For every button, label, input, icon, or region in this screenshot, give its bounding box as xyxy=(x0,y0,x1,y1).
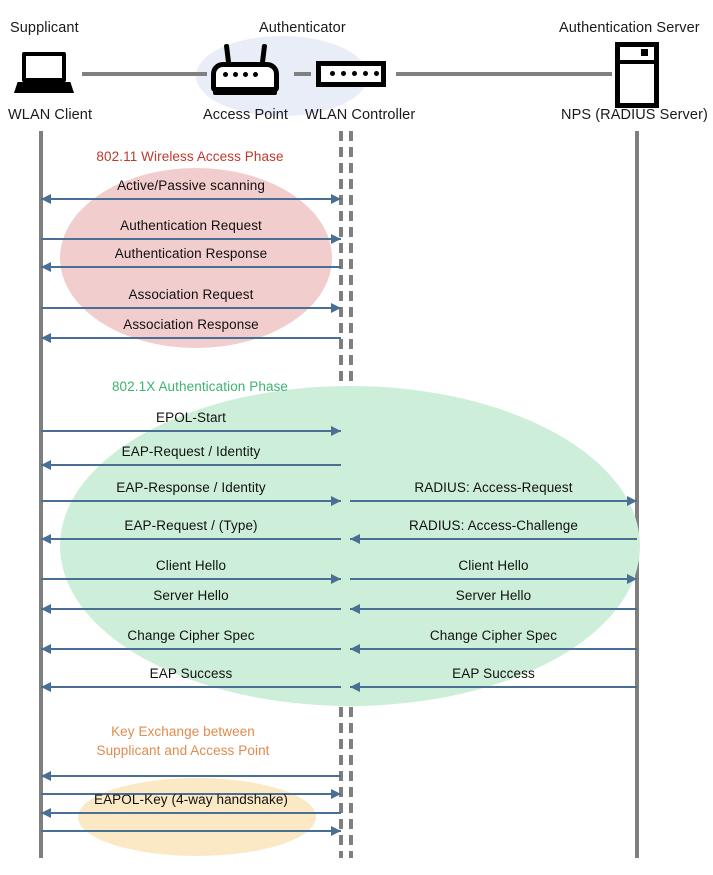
actor-role-authentication-server: Authentication Server xyxy=(559,20,700,36)
message-line xyxy=(41,812,341,814)
arrowhead-right xyxy=(627,573,637,584)
wlan-controller-icon xyxy=(316,61,386,87)
actor-role-supplicant: Supplicant xyxy=(10,20,79,36)
arrowhead-left xyxy=(41,770,51,781)
arrowhead-right xyxy=(331,233,341,244)
arrowhead-left xyxy=(41,459,51,470)
connector-controller-to-server xyxy=(396,72,612,76)
phase-label-key-exchange-line2: Supplicant and Access Point xyxy=(96,743,270,758)
message-label: EAP-Request / Identity xyxy=(121,444,261,459)
laptop-icon xyxy=(14,52,74,96)
phase-label-key-exchange-line1: Key Exchange between xyxy=(111,724,255,739)
lifeline-nps-server xyxy=(635,131,639,858)
message-line xyxy=(41,307,341,309)
message-label: Client Hello xyxy=(155,558,227,573)
message-line xyxy=(350,648,637,650)
arrowhead-right xyxy=(331,825,341,836)
phase-blob-key-exchange xyxy=(78,778,316,856)
message-line xyxy=(350,500,637,502)
message-label: Authentication Response xyxy=(114,246,268,261)
arrowhead-right xyxy=(627,495,637,506)
message-label: Client Hello xyxy=(458,558,529,573)
message-line xyxy=(41,538,341,540)
actor-device-wlan-client: WLAN Client xyxy=(8,107,93,123)
actor-device-wlan-controller: WLAN Controller xyxy=(305,107,416,123)
arrowhead-left xyxy=(41,261,51,272)
actor-role-authenticator: Authenticator xyxy=(259,20,346,36)
message-label: Authentication Request xyxy=(120,218,262,233)
arrowhead-right xyxy=(331,425,341,436)
arrowhead-right xyxy=(331,573,341,584)
phase-label-key-exchange: Key Exchange between Supplicant and Acce… xyxy=(96,722,269,760)
arrowhead-left xyxy=(41,807,51,818)
message-label: Association Response xyxy=(123,317,259,332)
message-label: Change Cipher Spec xyxy=(429,628,558,643)
arrowhead-left xyxy=(350,603,360,614)
message-label: Server Hello xyxy=(153,588,229,603)
actor-device-nps-radius-server: NPS (RADIUS Server) xyxy=(561,107,708,123)
message-line xyxy=(350,608,637,610)
message-line xyxy=(41,337,341,339)
message-label: Server Hello xyxy=(455,588,532,603)
message-line xyxy=(41,578,341,580)
arrowhead-left xyxy=(41,332,51,343)
message-label: EAP-Response / Identity xyxy=(116,480,266,495)
message-label: RADIUS: Access-Request xyxy=(414,480,573,495)
connector-ap-to-controller xyxy=(294,72,311,76)
message-line xyxy=(350,578,637,580)
actor-device-access-point: Access Point xyxy=(203,107,289,123)
arrowhead-left xyxy=(350,643,360,654)
message-line xyxy=(41,266,341,268)
message-label: EAP-Request / (Type) xyxy=(124,518,258,533)
arrowhead-left xyxy=(41,603,51,614)
message-label: EPOL-Start xyxy=(155,410,227,425)
arrowhead-left xyxy=(350,681,360,692)
message-label: EAP Success xyxy=(149,666,233,681)
connector-client-to-ap xyxy=(82,72,207,76)
message-line xyxy=(41,830,341,832)
arrowhead-right xyxy=(331,495,341,506)
server-rack-icon xyxy=(615,42,659,108)
message-label: Active/Passive scanning xyxy=(117,178,265,193)
arrowhead-right xyxy=(331,788,341,799)
message-label: EAPOL-Key (4-way handshake) xyxy=(93,792,289,807)
arrowhead-left xyxy=(41,193,51,204)
message-line xyxy=(41,238,341,240)
phase-label-wireless-access: 802.11 Wireless Access Phase xyxy=(96,149,284,164)
message-line xyxy=(41,464,341,466)
arrowhead-right xyxy=(331,302,341,313)
arrowhead-left xyxy=(41,533,51,544)
message-line xyxy=(41,648,341,650)
message-line xyxy=(350,686,637,688)
message-label: RADIUS: Access-Challenge xyxy=(409,518,578,533)
arrowhead-left xyxy=(41,643,51,654)
message-line xyxy=(41,793,341,795)
phase-blob-dot1x-auth xyxy=(60,386,640,706)
message-line xyxy=(41,500,341,502)
arrowhead-right xyxy=(331,193,341,204)
arrowhead-left xyxy=(41,681,51,692)
message-line xyxy=(41,686,341,688)
message-label: EAP Success xyxy=(452,666,535,681)
arrowhead-left xyxy=(350,533,360,544)
phase-label-dot1x-auth: 802.1X Authentication Phase xyxy=(111,379,289,394)
lifeline-supplicant xyxy=(39,131,43,858)
wireless-access-point-icon xyxy=(211,43,279,98)
message-line xyxy=(350,538,637,540)
message-label: Change Cipher Spec xyxy=(127,628,255,643)
message-label: Association Request xyxy=(128,287,254,302)
message-line xyxy=(41,198,341,200)
message-line xyxy=(41,430,341,432)
message-line xyxy=(41,608,341,610)
message-line xyxy=(41,775,341,777)
